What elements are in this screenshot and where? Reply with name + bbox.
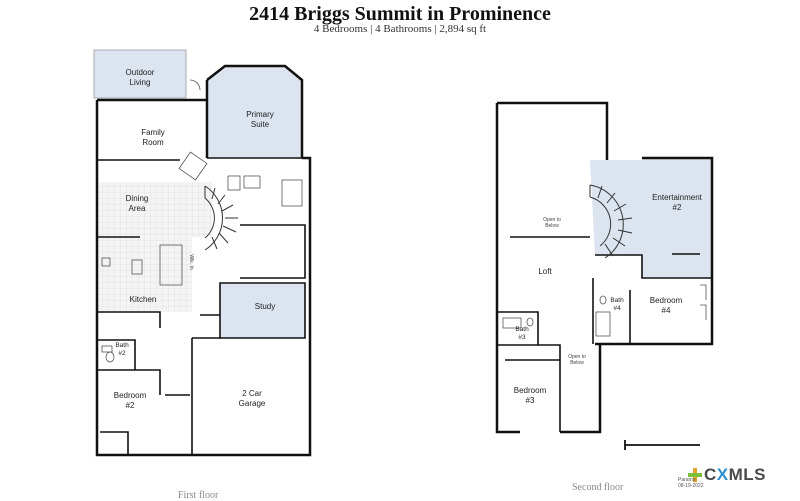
plus-icon [688,468,702,482]
dining-tile-floor [97,182,212,237]
entertainment-label: Entertainment#2 [652,193,703,212]
bath4-label: Bath#4 [610,297,624,312]
bath2-label: Bath#2 [115,342,129,357]
plan-title: 2414 Briggs Summit in Prominence [249,3,551,25]
primary-suite-area [207,66,302,158]
loft-label: Loft [538,267,552,276]
entertainment-area [642,158,712,278]
kitchen-label: Kitchen [130,295,157,304]
first-floor-caption: First floor [178,490,219,501]
open-below-stair-area [590,160,642,255]
plan-subtitle: 4 Bedrooms | 4 Bathrooms | 2,894 sq ft [313,23,487,35]
bedroom2-label: Bedroom#2 [114,391,147,410]
bedroom4-label: Bedroom#4 [650,296,683,315]
walk-in-label: Wlk. In [188,254,194,269]
ctxmls-logo: CXMLS [688,464,766,486]
study-area [220,283,305,338]
outdoor-living-area [93,49,187,99]
second-floor-caption: Second floor [572,482,624,493]
bath3-label: Bath#3 [515,326,529,341]
kitchen-tile-floor [97,237,192,312]
bedroom3-label: Bedroom#3 [514,386,547,405]
date-stamp: Paramo 08-19-2022 [678,477,704,489]
study-label: Study [255,302,275,311]
